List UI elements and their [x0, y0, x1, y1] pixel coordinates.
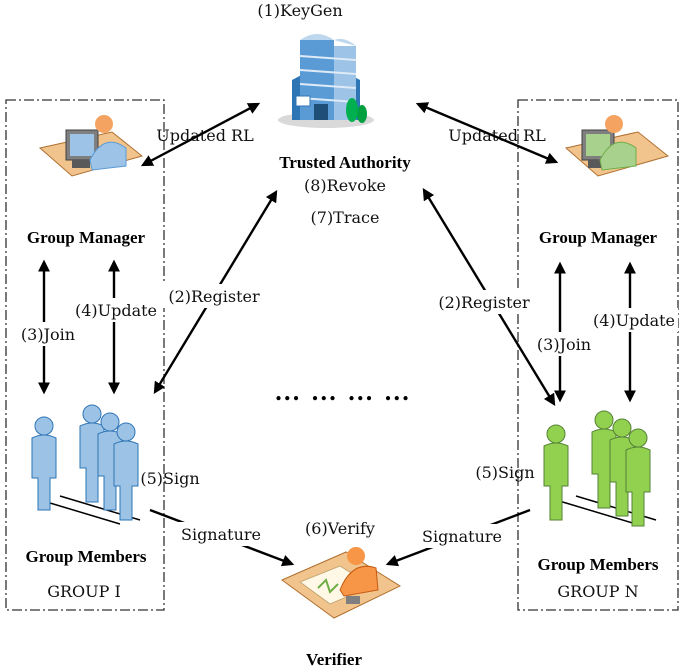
group-n-label: GROUP N	[557, 582, 638, 601]
group-manager-left-label: Group Manager	[27, 228, 146, 247]
verify-label: (6)Verify	[305, 519, 375, 538]
register-right-label: (2)Register	[438, 293, 530, 312]
group-members-right-icon	[543, 410, 657, 527]
updated-rl-left-label: Updated RL	[156, 126, 254, 145]
updated-rl-right-arrow	[415, 102, 559, 164]
join-right-label: (3)Join	[537, 335, 591, 354]
trusted-authority-label: Trusted Authority	[279, 153, 411, 172]
group-1-box	[5, 99, 165, 611]
sign-right-label: (5)Sign	[475, 463, 534, 482]
group-1-label: GROUP I	[47, 582, 121, 601]
group-members-right-label: Group Members	[537, 555, 658, 574]
revoke-label: (8)Revoke	[304, 176, 386, 195]
update-left-label: (4)Update	[75, 301, 157, 320]
verifier-icon	[281, 547, 402, 619]
register-left-label: (2)Register	[168, 287, 260, 306]
keygen-label: (1)KeyGen	[257, 1, 342, 20]
group-members-left-label: Group Members	[25, 547, 146, 566]
update-right-label: (4)Update	[593, 311, 675, 330]
trusted-authority-building-icon	[278, 34, 374, 128]
group-manager-right-icon	[564, 115, 670, 177]
sign-left-label: (5)Sign	[140, 469, 199, 488]
more-groups-ellipsis: … … … …	[274, 377, 412, 406]
signature-right-label: Signature	[422, 527, 502, 546]
updated-rl-right-label: Updated RL	[448, 126, 546, 145]
group-manager-right-label: Group Manager	[539, 228, 658, 247]
signature-left-label: Signature	[181, 525, 261, 544]
group-manager-left-icon	[38, 115, 144, 177]
trace-label: (7)Trace	[311, 208, 380, 227]
group-members-left-icon	[31, 404, 141, 525]
updated-rl-left-arrow	[140, 102, 261, 167]
join-left-label: (3)Join	[21, 325, 75, 344]
verifier-label: Verifier	[306, 650, 362, 669]
